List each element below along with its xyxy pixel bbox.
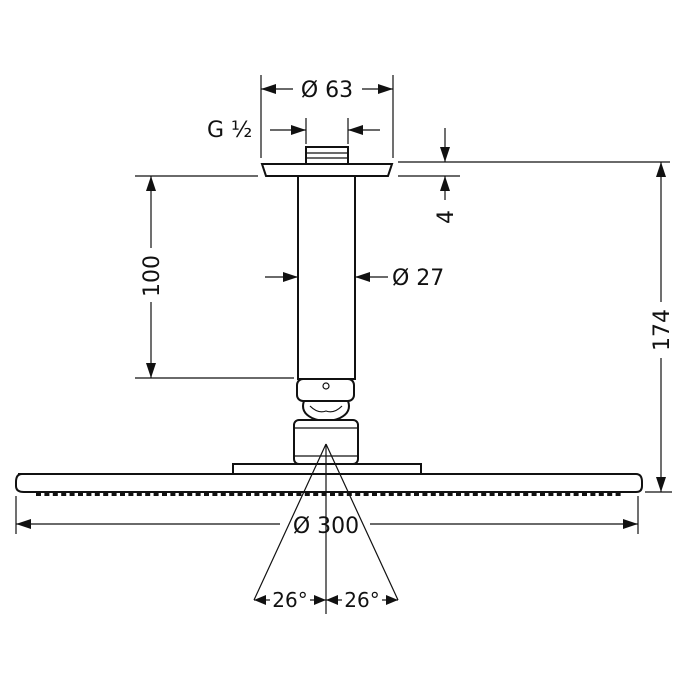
nozzle: [330, 492, 335, 496]
spray-angle-right-label: 26°: [344, 588, 379, 612]
nozzle: [338, 492, 344, 496]
nozzle: [187, 492, 193, 496]
nozzle-row: [36, 492, 621, 496]
nozzle: [447, 492, 453, 496]
mounting-plate: [232, 463, 422, 475]
nozzle: [506, 492, 512, 496]
nozzle: [514, 492, 520, 496]
nozzle: [523, 492, 529, 496]
nozzle: [321, 492, 327, 496]
nozzle: [489, 492, 495, 496]
nozzle: [556, 492, 562, 496]
nozzle: [111, 492, 117, 496]
nozzle: [590, 492, 596, 496]
nozzle: [456, 492, 461, 496]
arm-length-label: 100: [140, 255, 165, 297]
nozzle: [355, 492, 361, 496]
nozzle: [472, 492, 478, 496]
nozzle: [380, 492, 386, 496]
nozzle: [464, 492, 470, 496]
nozzle: [86, 492, 92, 496]
nozzle: [195, 492, 201, 496]
nozzle: [204, 492, 209, 496]
nozzle: [565, 492, 571, 496]
nozzle: [145, 492, 151, 496]
nozzle: [582, 492, 587, 496]
nozzle: [422, 492, 428, 496]
pipe-diameter-label: Ø 27: [392, 266, 444, 291]
nozzle: [61, 492, 67, 496]
nozzle: [548, 492, 554, 496]
nozzle: [162, 492, 167, 496]
nozzle: [69, 492, 75, 496]
nozzle: [607, 492, 613, 496]
nozzle: [540, 492, 545, 496]
nozzle: [279, 492, 285, 496]
nozzle: [313, 492, 319, 496]
shower-head-plate: [15, 473, 643, 493]
nozzle: [178, 492, 184, 496]
nozzle: [36, 492, 41, 496]
nozzle: [531, 492, 537, 496]
nozzle: [414, 492, 419, 496]
nozzle: [481, 492, 487, 496]
nozzle: [153, 492, 159, 496]
nozzle: [615, 492, 621, 496]
nozzle: [246, 492, 251, 496]
ceiling-flange: [260, 163, 394, 177]
flange-thickness-label: 4: [434, 210, 459, 224]
nozzle: [262, 492, 268, 496]
nozzle: [271, 492, 277, 496]
nozzle: [103, 492, 109, 496]
nozzle: [296, 492, 302, 496]
nozzle: [388, 492, 394, 496]
nozzle: [439, 492, 445, 496]
nozzle: [136, 492, 142, 496]
thread-nipple: [305, 146, 349, 165]
nozzle: [573, 492, 579, 496]
nozzle: [498, 492, 503, 496]
nozzle: [78, 492, 83, 496]
flange-diameter-label: Ø 63: [301, 78, 353, 103]
nozzle: [372, 492, 377, 496]
nozzle: [397, 492, 403, 496]
overall-height-label: 174: [650, 309, 675, 351]
nozzle: [598, 492, 604, 496]
nozzle: [229, 492, 235, 496]
nozzle: [52, 492, 58, 496]
nozzle: [405, 492, 411, 496]
nozzle: [220, 492, 226, 496]
nozzle: [363, 492, 369, 496]
nozzle: [288, 492, 293, 496]
nozzle: [170, 492, 176, 496]
thread-label: G ½: [207, 118, 252, 143]
nozzle: [304, 492, 310, 496]
nozzle: [237, 492, 243, 496]
nozzle: [120, 492, 125, 496]
nozzle: [44, 492, 50, 496]
nozzle: [212, 492, 218, 496]
nozzle: [94, 492, 100, 496]
joint-collar: [296, 378, 355, 402]
spray-angle-left-label: 26°: [272, 588, 307, 612]
pipe-arm: [297, 175, 356, 380]
nozzle: [254, 492, 260, 496]
nozzle: [430, 492, 436, 496]
nozzle: [128, 492, 134, 496]
